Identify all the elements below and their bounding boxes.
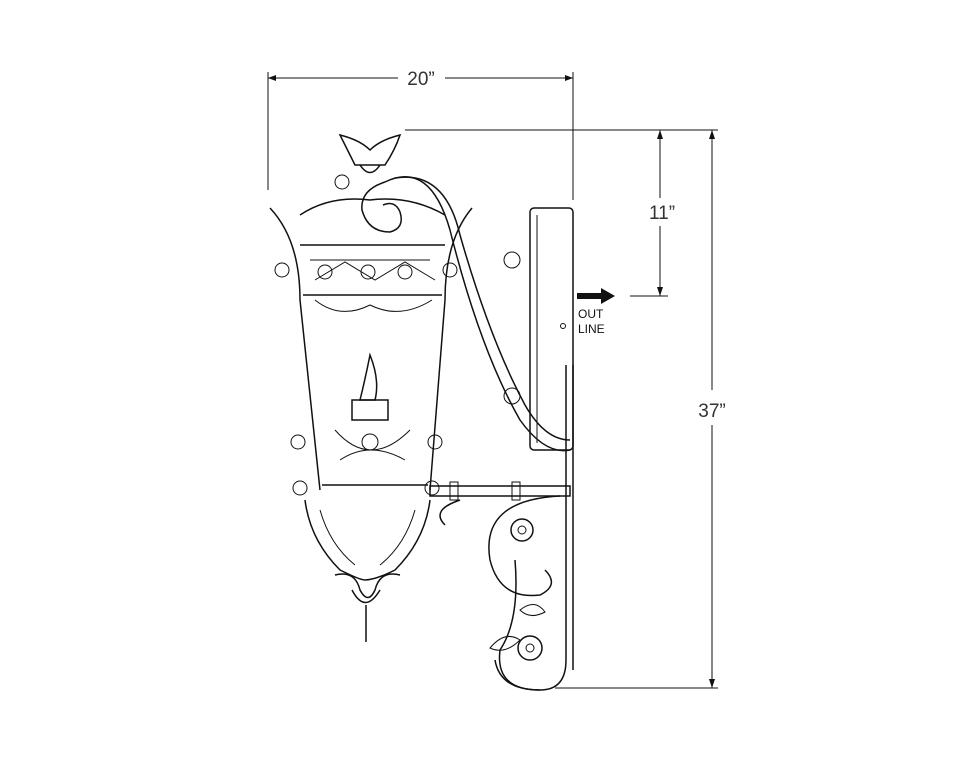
arm-height-dimension: 11”: [630, 130, 675, 297]
outlet-note-line2: LINE: [578, 322, 605, 336]
arm-height-label: 11”: [649, 203, 675, 224]
outlet-note-line1: OUT: [578, 307, 604, 321]
outlet-arrow-icon: [577, 288, 615, 304]
total-height-dimension: 37”: [405, 129, 726, 689]
width-label: 20”: [407, 69, 434, 90]
wall-plate: [494, 207, 574, 691]
total-height-label: 37”: [698, 401, 725, 422]
lantern-arm: [361, 176, 571, 691]
lantern-body: [269, 133, 521, 642]
width-dimension: 20”: [267, 69, 574, 200]
